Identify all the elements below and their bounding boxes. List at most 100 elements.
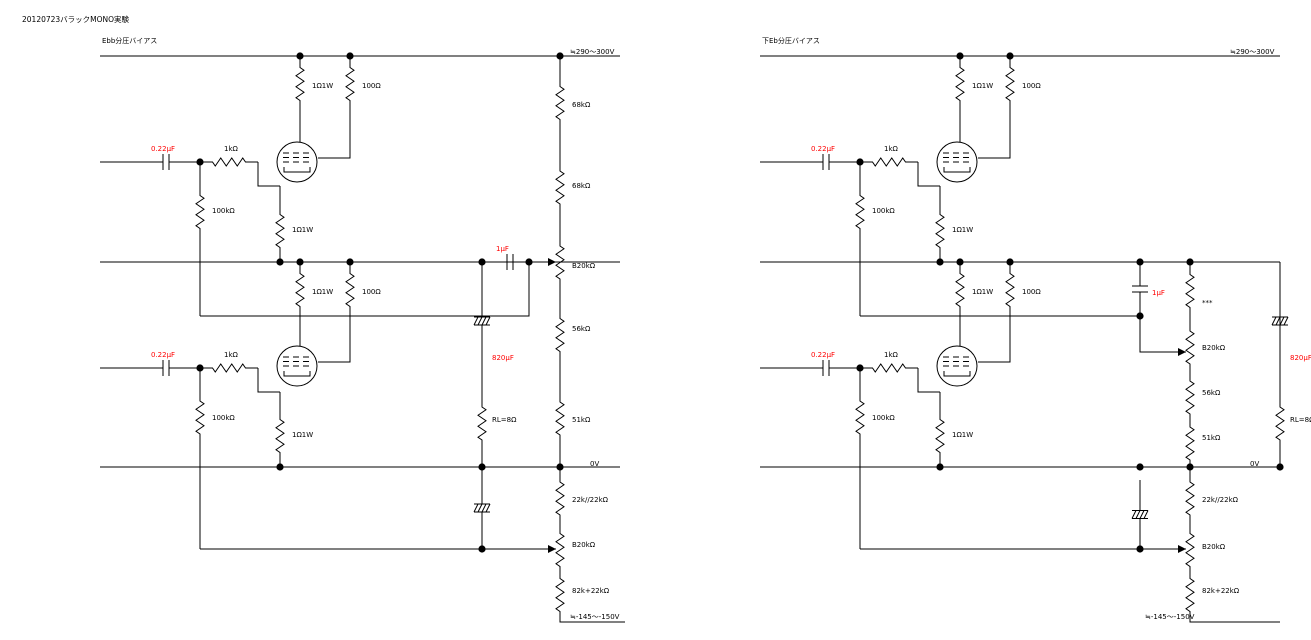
plate-res-label: 1Ω1W: [972, 82, 993, 90]
grid-leak-label: 100kΩ: [212, 414, 235, 422]
screen-res-label: 100Ω: [362, 82, 381, 90]
bottom-cathode-resistor: [935, 405, 945, 467]
top-plate-resistor: [955, 56, 965, 112]
grid-res-label: 1kΩ: [884, 351, 899, 359]
divider-label: B20kΩ: [1202, 543, 1226, 551]
circuit-title: 下Eb分圧バイアス: [762, 36, 820, 45]
divider-label: 56kΩ: [572, 325, 591, 333]
right_circuit-body: 下Eb分圧バイアス ≒290～300V 0V 1Ω1W 100Ω 0.22μF 1kΩ 100…: [760, 36, 1311, 623]
top-tube: [936, 141, 978, 183]
divider-label: 82k+22kΩ: [1202, 587, 1240, 595]
divider-label: ***: [1202, 299, 1213, 307]
bottom-grid-leak: [855, 368, 865, 467]
big-cap-label: 820μF: [1290, 354, 1311, 362]
junction-dot: [276, 463, 284, 471]
divider-82k: [1185, 570, 1195, 620]
divider-56k: [1185, 375, 1195, 420]
divider-unknown: [1185, 262, 1195, 320]
divider-label: 22k//22kΩ: [1202, 496, 1239, 504]
divider-22k: [555, 467, 565, 530]
divider-label: 56kΩ: [1202, 389, 1221, 397]
screen-res-label: 100Ω: [362, 288, 381, 296]
bottom-tube: [276, 345, 318, 387]
divider-51k: [555, 370, 565, 467]
divider-68k-b: [555, 150, 565, 225]
screen-res-label: 100Ω: [1022, 288, 1041, 296]
junction-dot: [936, 463, 944, 471]
neg-supply-label: ≒-145～-150V: [1145, 613, 1195, 621]
bottom-grid-leak: [195, 368, 205, 467]
supply-voltage-label: ≒290～300V: [1230, 48, 1275, 56]
divider-82k: [555, 570, 565, 620]
big-cap-label: 820μF: [492, 354, 514, 362]
top-cathode-resistor: [275, 200, 285, 262]
bottom-grid-resistor: [200, 363, 258, 373]
junction-dot: [1276, 463, 1284, 471]
plate-res-label: 1Ω1W: [312, 288, 333, 296]
divider-label: 51kΩ: [1202, 434, 1221, 442]
page-title: 20120723バラックMONO実験: [22, 14, 130, 24]
divider-label: 82k+22kΩ: [572, 587, 610, 595]
circuit-title: Ebb分圧バイアス: [102, 36, 157, 45]
input-cap-label: 0.22μF: [151, 145, 175, 153]
plate-res-label: 1Ω1W: [312, 82, 333, 90]
junction-dot: [1136, 463, 1144, 471]
divider-pot-b20k-2: [555, 530, 565, 570]
divider-label: 68kΩ: [572, 101, 591, 109]
bottom-tube: [936, 345, 978, 387]
grid-leak-label: 100kΩ: [212, 207, 235, 215]
cathode-res-label: 1Ω1W: [952, 431, 973, 439]
load-label: RL=8Ω: [492, 416, 517, 424]
pot-wiper-arrow: [548, 258, 556, 266]
top-input-cap: [152, 154, 180, 170]
bypass-cap: [1131, 480, 1149, 549]
coupling-cap-label: 1μF: [1152, 289, 1165, 297]
top-grid-leak: [855, 162, 865, 262]
input-cap-label: 0.22μF: [151, 351, 175, 359]
divider-label: B20kΩ: [572, 262, 596, 270]
bottom-grid-resistor: [860, 363, 918, 373]
top-grid-resistor: [860, 157, 918, 167]
top-grid-resistor: [200, 157, 258, 167]
junction-dot: [276, 258, 284, 266]
supply-voltage-label: ≒290～300V: [570, 48, 615, 56]
load-resistor: [1275, 380, 1285, 467]
divider-pot-b20k-2: [1185, 530, 1195, 570]
top-screen-resistor: [1005, 56, 1015, 112]
top-cathode-resistor: [935, 200, 945, 262]
divider-22k: [1185, 467, 1195, 530]
plate-res-label: 1Ω1W: [972, 288, 993, 296]
divider-51k: [1185, 420, 1195, 467]
divider-label: 51kΩ: [572, 416, 591, 424]
cathode-res-label: 1Ω1W: [292, 431, 313, 439]
divider-56k: [555, 300, 565, 370]
divider-68k-a: [555, 56, 565, 150]
bottom-plate-resistor: [295, 262, 305, 318]
bypass-cap: [473, 467, 491, 549]
neg-supply-label: ≒-145～-150V: [570, 613, 620, 621]
top-input-cap: [812, 154, 840, 170]
cathode-res-label: 1Ω1W: [952, 226, 973, 234]
cathode-res-label: 1Ω1W: [292, 226, 313, 234]
ground-label: 0V: [1250, 460, 1259, 468]
screen-res-label: 100Ω: [1022, 82, 1041, 90]
grid-res-label: 1kΩ: [884, 145, 899, 153]
input-cap-label: 0.22μF: [811, 351, 835, 359]
divider-pot-b20k: [1185, 320, 1195, 375]
bottom-input-cap: [812, 360, 840, 376]
bottom-plate-resistor: [955, 262, 965, 318]
top-tube: [276, 141, 318, 183]
bottom-cathode-resistor: [275, 405, 285, 467]
grid-leak-label: 100kΩ: [872, 207, 895, 215]
ground-label: 0V: [590, 460, 599, 468]
coupling-cap: [494, 254, 526, 270]
divider-label: 22k//22kΩ: [572, 496, 609, 504]
bottom-screen-resistor: [1005, 262, 1015, 318]
divider-label: B20kΩ: [572, 541, 596, 549]
top-plate-resistor: [295, 56, 305, 112]
coupling-cap: [1132, 262, 1148, 316]
bottom-screen-resistor: [345, 262, 355, 318]
big-electrolytic-cap: [1271, 262, 1289, 380]
